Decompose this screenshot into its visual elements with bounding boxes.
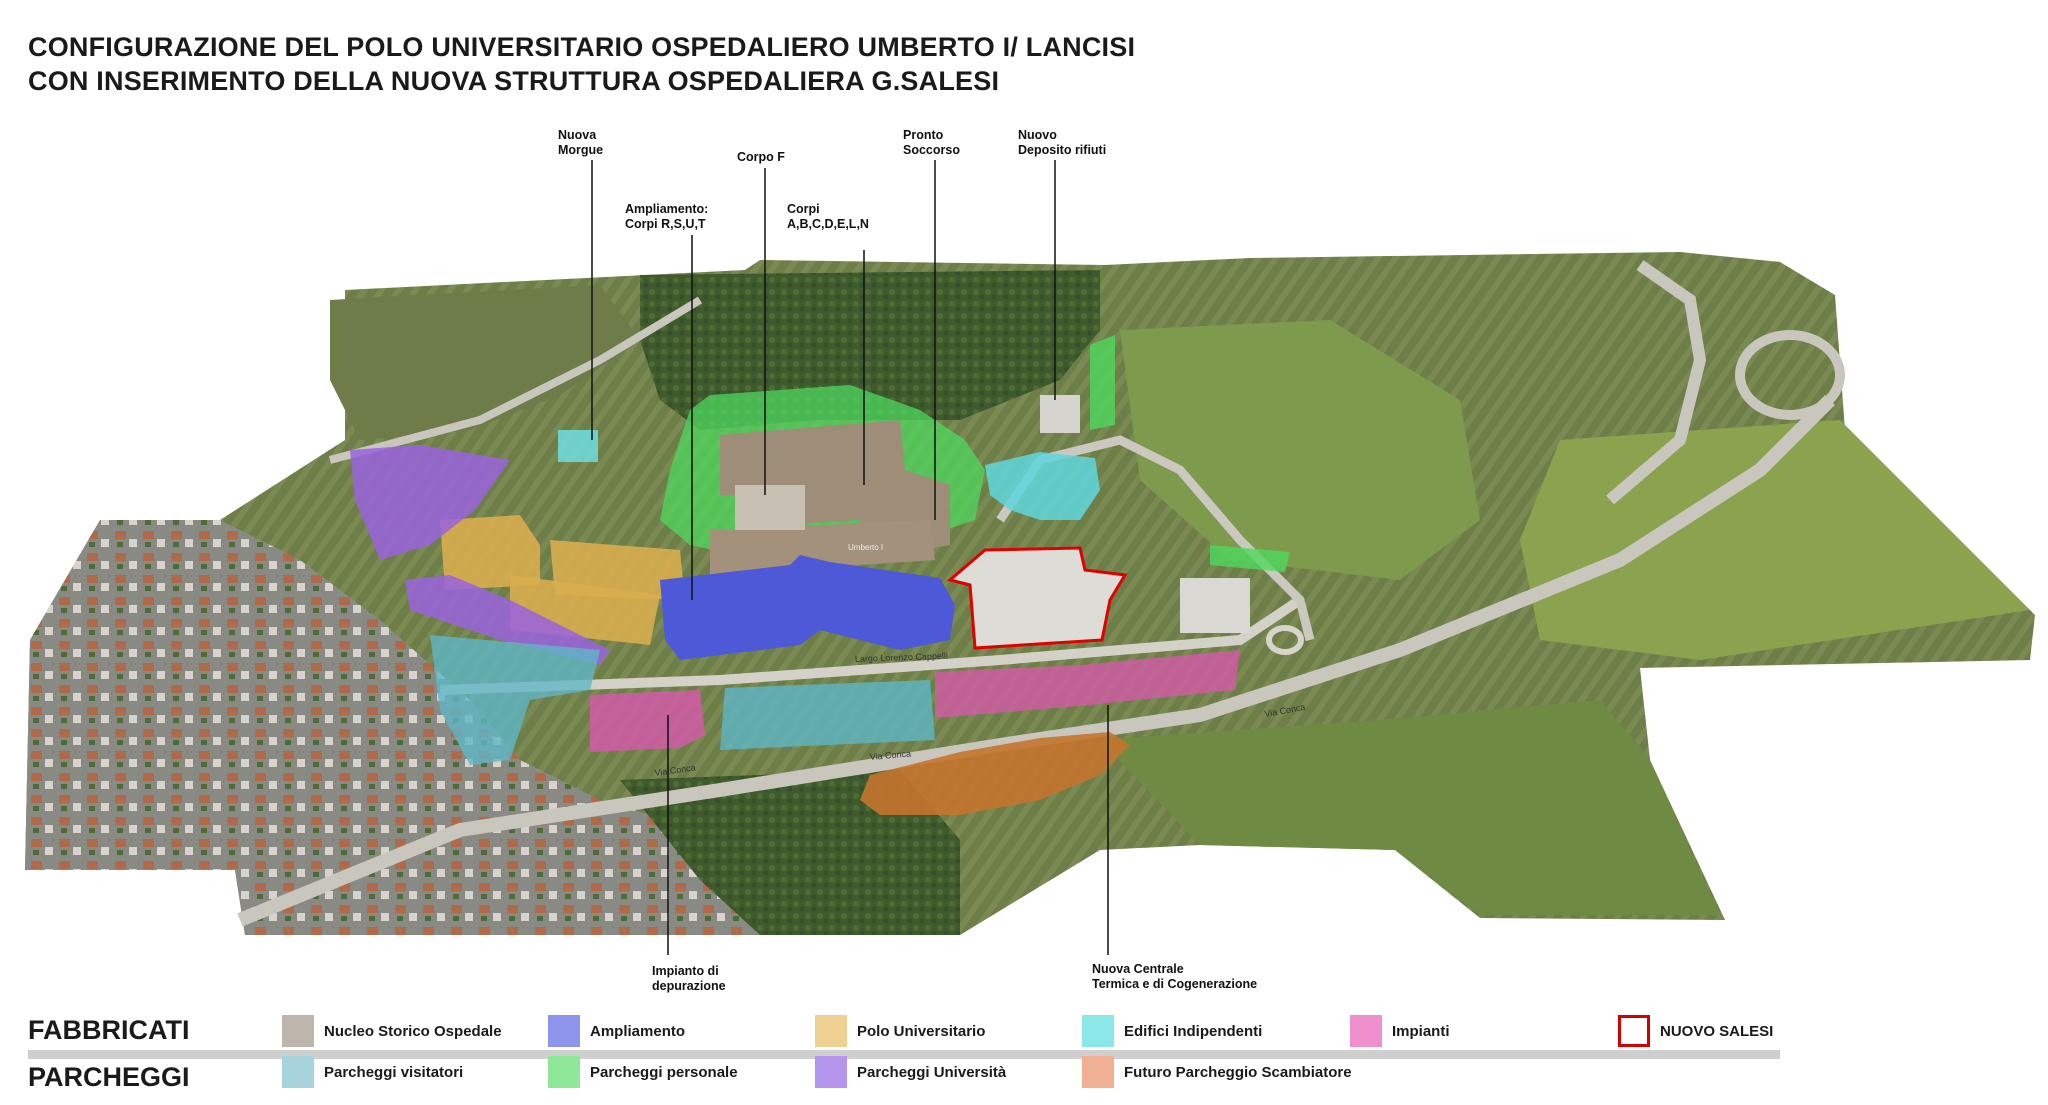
legend-item-ampliamento: Ampliamento <box>548 1015 685 1047</box>
callout-lines <box>591 160 1109 955</box>
callout-corpi-abc: Corpi A,B,C,D,E,L,N <box>787 202 869 231</box>
building-polo-universitario-1 <box>440 515 540 590</box>
legend-swatch <box>282 1056 314 1088</box>
roundabout-east <box>1735 330 1845 420</box>
legend-item-parcheggi-visitatori: Parcheggi visitatori <box>282 1056 463 1088</box>
legend-swatch <box>815 1056 847 1088</box>
plant-centrale-termica <box>935 650 1240 718</box>
legend-swatch <box>548 1056 580 1088</box>
legend-item-polo-universitario: Polo Universitario <box>815 1015 985 1047</box>
callout-corpo-f: Corpo F <box>737 150 785 164</box>
field-south-east <box>1100 700 1720 915</box>
building-deposito-rifiuti <box>1040 395 1080 433</box>
page-title: CONFIGURAZIONE DEL POLO UNIVERSITARIO OS… <box>28 30 1135 98</box>
urban-area-north <box>330 285 640 440</box>
legend-item-nucleo-storico: Nucleo Storico Ospedale <box>282 1015 502 1047</box>
legend-swatch <box>1618 1015 1650 1047</box>
legend-swatch <box>1082 1015 1114 1047</box>
legend-swatch <box>815 1015 847 1047</box>
callout-pronto-soccorso: Pronto Soccorso <box>903 128 960 157</box>
street-label-largo-cappelli: Largo Lorenzo Cappelli <box>855 651 948 664</box>
parking-universita-north <box>350 445 510 560</box>
callout-ampliamento: Ampliamento: Corpi R,S,U,T <box>625 202 709 231</box>
woods-central <box>640 270 1100 430</box>
roundabout-central <box>1266 625 1304 655</box>
legend-item-impianti: Impianti <box>1350 1015 1450 1047</box>
callout-nuova-morgue: Nuova Morgue <box>558 128 604 157</box>
building-ampliamento <box>660 555 955 660</box>
parking-visitatori-central <box>720 680 935 750</box>
street-label-via-conca-2: Via Conca <box>869 748 911 762</box>
parking-universita-south <box>405 575 610 665</box>
parking-personale-east <box>1090 335 1115 430</box>
legend-item-futuro-scambiatore: Futuro Parcheggio Scambiatore <box>1082 1056 1352 1088</box>
urban-area-west <box>25 520 760 935</box>
field-east-2 <box>1520 420 2030 660</box>
parking-personale-south-east <box>1210 545 1290 572</box>
title-line-1: CONFIGURAZIONE DEL POLO UNIVERSITARIO OS… <box>28 32 1136 62</box>
legend-item-parcheggi-universita: Parcheggi Università <box>815 1056 1006 1088</box>
building-corpo-f <box>735 485 805 530</box>
parking-visitatori-west <box>430 635 600 765</box>
legend-heading-fabbricati: FABBRICATI <box>28 1015 190 1045</box>
legend-item-parcheggi-personale: Parcheggi personale <box>548 1056 738 1088</box>
legend-swatch <box>282 1015 314 1047</box>
legend-item-edifici-indipendenti: Edifici Indipendenti <box>1082 1015 1262 1047</box>
callout-centrale-termica: Nuova Centrale Termica e di Cogenerazion… <box>1092 962 1258 991</box>
legend-swatch <box>1350 1015 1382 1047</box>
building-edifici-indipendenti <box>985 452 1100 520</box>
building-nuovo-salesi <box>946 546 1128 650</box>
callout-impianto-depurazione: Impianto di depurazione <box>652 964 726 993</box>
building-nucleo-storico-south <box>710 520 935 575</box>
road-via-conca <box>237 395 1835 927</box>
road-east-highway <box>1606 260 1707 505</box>
legend-swatch <box>548 1015 580 1047</box>
callout-deposito-rifiuti: Nuovo Deposito rifiuti <box>1018 128 1107 157</box>
parking-futuro-scambiatore <box>860 732 1130 815</box>
road-north-west <box>328 296 703 464</box>
title-line-2: CON INSERIMENTO DELLA NUOVA STRUTTURA OS… <box>28 66 1000 96</box>
legend-divider <box>28 1050 1780 1059</box>
legend-heading-parcheggi: PARCHEGGI <box>28 1062 190 1092</box>
map-legend: FABBRICATI PARCHEGGI Nucleo Storico Ospe… <box>0 1005 2048 1105</box>
plant-impianto-depurazione <box>590 690 705 752</box>
road-largo-cappelli <box>439 595 1303 695</box>
legend-item-nuovo-salesi: NUOVO SALESI <box>1618 1015 1773 1047</box>
legend-swatch <box>1082 1056 1114 1088</box>
field-east-1 <box>1120 320 1480 580</box>
building-label-umberto: Umberto I <box>848 543 883 552</box>
helipad <box>1180 578 1250 633</box>
